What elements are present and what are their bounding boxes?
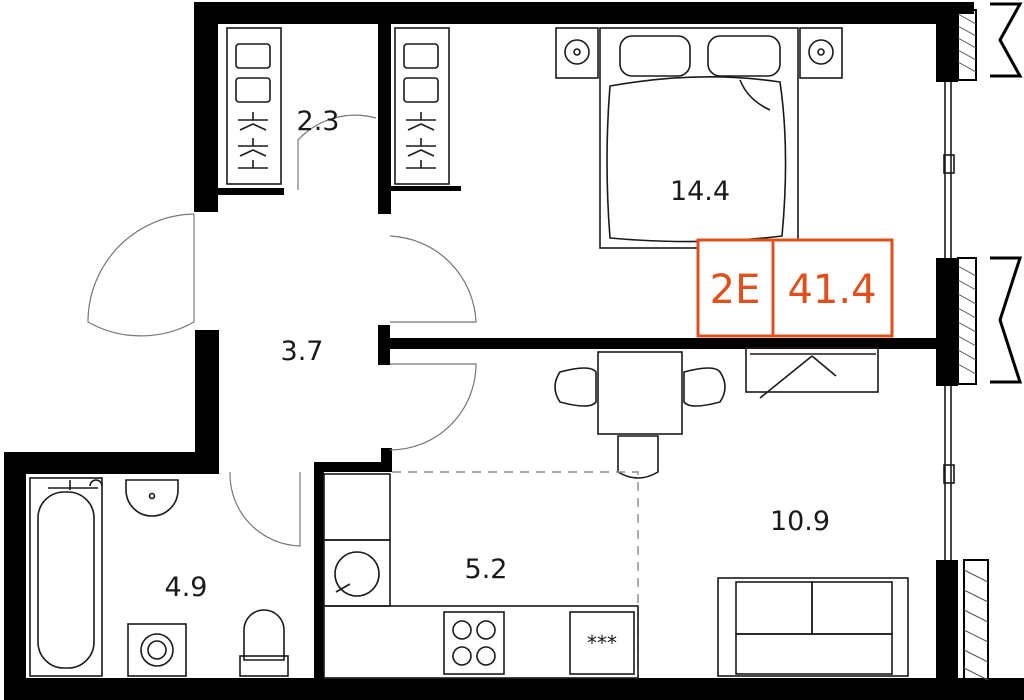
room-area-bedroom: 14.4: [670, 176, 730, 207]
bathtub: [29, 477, 103, 677]
room-area-kitchen: 5.2: [465, 554, 508, 585]
unit-badge: 2E 41.4: [696, 238, 894, 338]
doors: [87, 114, 477, 547]
wardrobe-closet-left: [226, 27, 282, 185]
toilet: [239, 609, 289, 677]
room-area-hall: 3.7: [281, 336, 324, 367]
washing-machine: [127, 623, 187, 677]
nightstand-right: [799, 27, 843, 79]
room-area-living: 10.9: [770, 506, 830, 537]
room-area-wardrobe: 2.3: [297, 106, 340, 137]
walls: [4, 2, 1024, 700]
sink: [125, 479, 179, 517]
window-frames: [943, 2, 1023, 691]
bed: [599, 27, 799, 249]
stove-marking: ***: [587, 631, 617, 655]
sofa: [717, 577, 909, 677]
unit-type: 2E: [710, 267, 761, 313]
tv-stand: [745, 347, 879, 399]
nightstand-left: [555, 27, 599, 79]
unit-badge-frame: [696, 238, 894, 338]
room-area-bathroom: 4.9: [165, 572, 208, 603]
dining-table: [554, 351, 726, 479]
total-area: 41.4: [787, 267, 876, 313]
wardrobe-closet-right: [394, 27, 450, 185]
kitchen-counter: [323, 471, 639, 679]
